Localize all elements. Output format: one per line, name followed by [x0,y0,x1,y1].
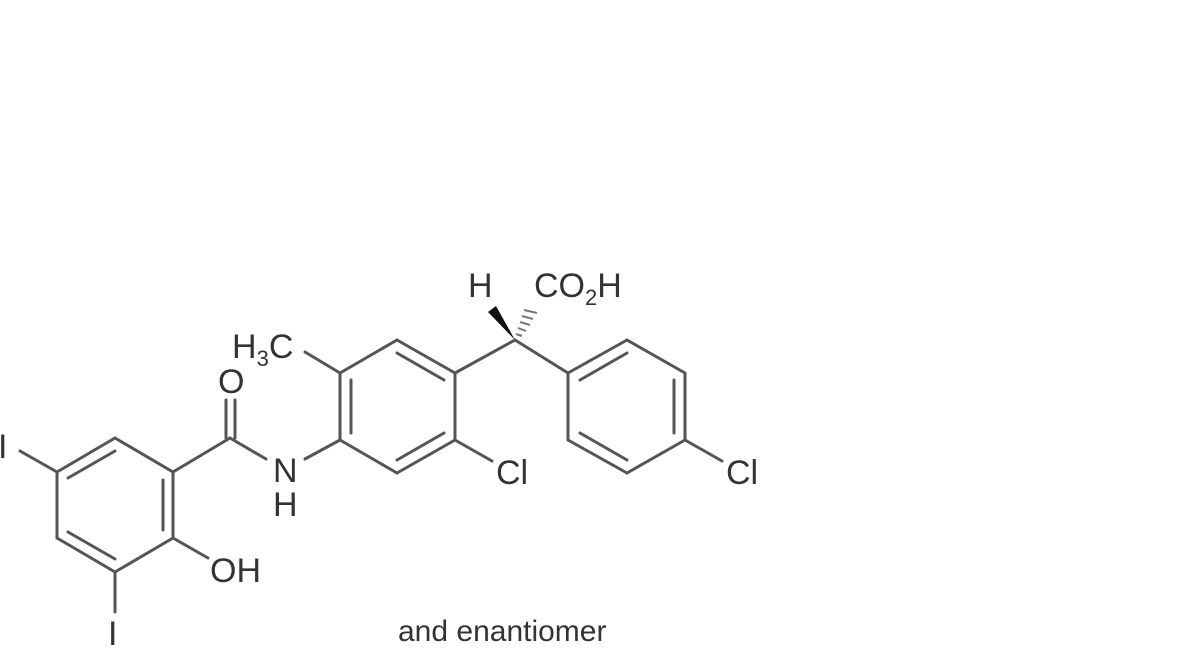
amide-nitrogen-label: N [273,452,298,490]
iodine-left-label: I [0,428,7,466]
iodine-bottom-label: I [108,615,117,650]
methyl-label: H3C [232,328,293,371]
bond-n-ring-b [303,438,342,461]
bond-amide-cn [228,436,268,461]
bond-iodo-left [18,449,59,474]
bond-ring-b-stereocenter [453,338,517,375]
bond-methyl [303,350,342,375]
enantiomer-caption: and enantiomer [398,615,607,648]
carboxyl-label: CO2H [534,267,622,310]
wedge-bond-h [488,306,515,340]
ring-a [55,436,175,574]
bond-hydroxyl [171,536,210,560]
ring-b [338,338,457,475]
chloro-ring-c-label: Cl [726,454,758,492]
amide-hydrogen-label: H [273,486,298,524]
chloro-ring-b-label: Cl [496,454,528,492]
bond-chloro-ring-c [683,438,724,463]
bond-stereocenter-ring-c [513,338,570,375]
ring-c [566,338,687,475]
carbonyl-oxygen-label: O [218,363,244,401]
hash-bond-carboxyl [515,309,538,337]
bond-carbonyl-carbon [171,436,232,474]
stereo-hydrogen-label: H [468,267,493,305]
bond-chloro-ring-b [453,438,494,463]
hydroxyl-label: OH [210,552,261,590]
